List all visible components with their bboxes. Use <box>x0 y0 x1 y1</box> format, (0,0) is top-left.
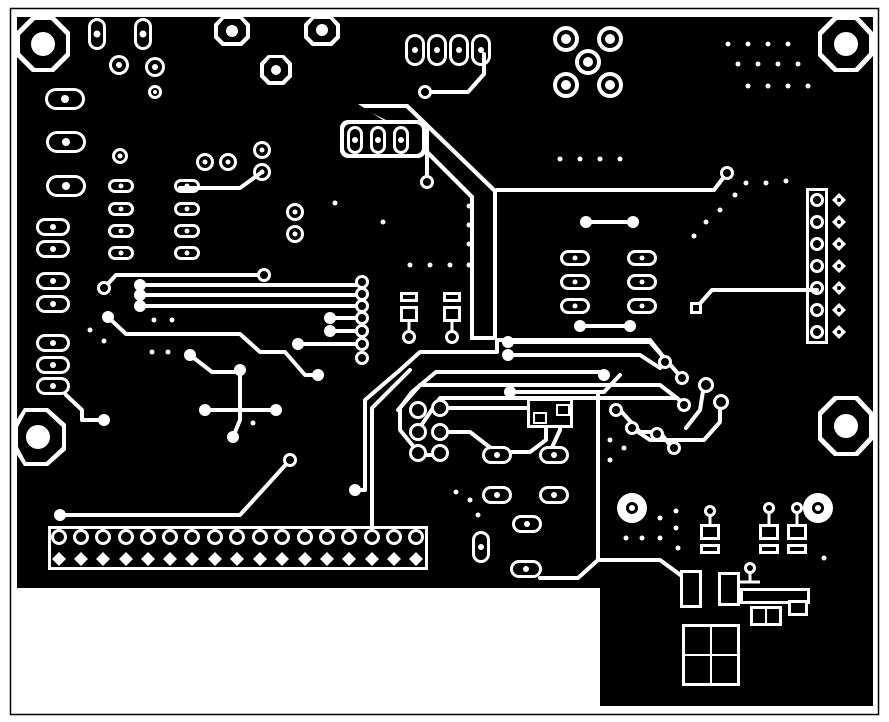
mounting-hole-top-left <box>16 16 70 72</box>
board-outline <box>9 7 880 716</box>
via-field <box>87 41 827 561</box>
pad-octagon-top-3 <box>260 55 292 85</box>
pad-square-misc <box>690 302 702 314</box>
smd-diodes-lower-right <box>700 502 807 554</box>
pad-cluster-connector <box>553 26 623 98</box>
smd-diodes-center-inner <box>403 295 458 319</box>
pad-oval-lower-center <box>472 446 569 578</box>
smd-diode-pads <box>402 330 459 344</box>
mounting-hole-left <box>14 408 66 466</box>
pad-oval-dip-center <box>560 250 657 314</box>
trace-set-main <box>58 52 819 584</box>
pad-oval-horizontal-left-column-holes <box>50 95 70 389</box>
pad-oval-vertical-1 <box>88 18 106 50</box>
mounting-hole-top-right <box>818 16 873 72</box>
component-regulator <box>340 104 497 340</box>
mounting-hole-right <box>818 396 873 456</box>
header-right-vertical <box>806 188 846 344</box>
header-bottom-row <box>48 526 428 570</box>
pad-round-group-upper-left-holes <box>116 62 158 159</box>
smd-power-region <box>680 562 810 686</box>
pad-oval-vertical-2 <box>134 18 152 50</box>
component-layer <box>14 16 873 686</box>
pad-octagon-top-2 <box>304 16 340 46</box>
pad-octagon-top-1 <box>214 16 250 46</box>
pad-large-lower-right <box>617 493 833 523</box>
pad-round-trace-ends-inner <box>100 88 731 464</box>
smd-transistor-center <box>527 398 573 428</box>
